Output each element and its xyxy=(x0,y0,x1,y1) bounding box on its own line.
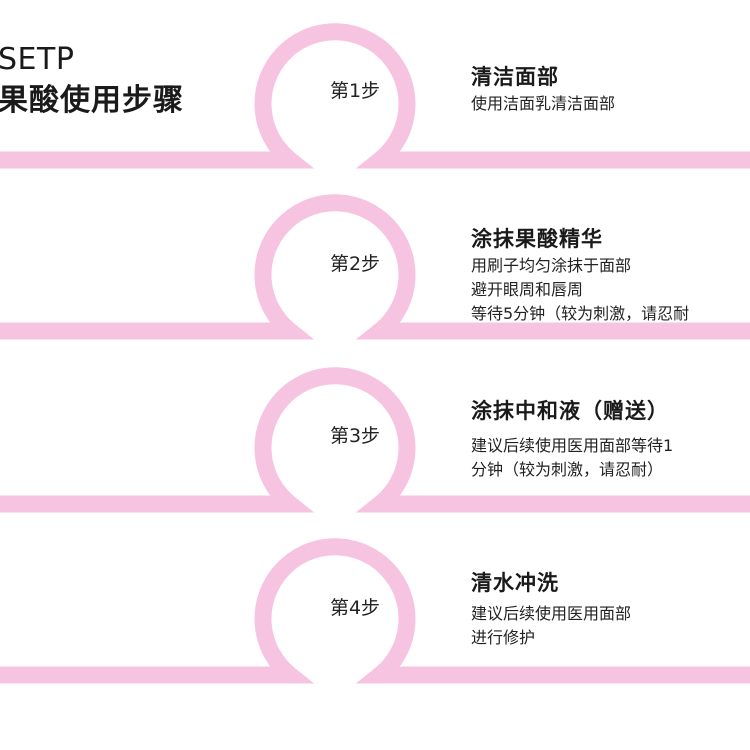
step-3-label: 第3步 xyxy=(329,425,381,447)
page-title: SETP 果酸使用步骤 xyxy=(0,40,184,122)
step-2-label: 第2步 xyxy=(329,253,381,275)
ribbon-loop-2 xyxy=(0,194,750,340)
step-3-line-2: 分钟（较为刺激，请忍耐） xyxy=(471,460,664,479)
step-2-line-2: 避开眼周和唇周 xyxy=(471,280,584,299)
step-4-label: 第4步 xyxy=(329,597,381,619)
step-3-text: 涂抹中和液（赠送） 建议后续使用医用面部等待1 分钟（较为刺激，请忍耐） xyxy=(471,396,673,482)
step-2-title: 涂抹果酸精华 xyxy=(471,227,603,251)
step-4-text: 清水冲洗 建议后续使用医用面部 进行修护 xyxy=(471,568,631,650)
step-3-title: 涂抹中和液（赠送） xyxy=(471,399,669,423)
step-2-text: 涂抹果酸精华 用刷子均匀涂抹于面部 避开眼周和唇周 等待5分钟（较为刺激，请忍耐 xyxy=(471,224,689,326)
step-1-line-1: 使用洁面乳清洁面部 xyxy=(471,94,616,113)
step-4-title: 清水冲洗 xyxy=(471,571,559,595)
ribbon-loop-3 xyxy=(0,367,750,513)
ribbon-loop-1 xyxy=(0,23,750,169)
step-2-line-1: 用刷子均匀涂抹于面部 xyxy=(471,256,632,275)
step-1-title: 清洁面部 xyxy=(471,65,559,89)
step-1-label: 第1步 xyxy=(329,80,381,102)
step-4-line-2: 进行修护 xyxy=(471,628,536,647)
header-main-title: 果酸使用步骤 xyxy=(0,83,184,118)
step-3-line-1: 建议后续使用医用面部等待1 xyxy=(471,436,674,455)
step-2-line-3: 等待5分钟（较为刺激，请忍耐 xyxy=(471,304,690,323)
step-4-line-1: 建议后续使用医用面部 xyxy=(471,604,632,623)
ribbon-loop-4 xyxy=(0,538,750,684)
step-1-text: 清洁面部 使用洁面乳清洁面部 xyxy=(471,62,615,116)
header-setp: SETP xyxy=(0,42,75,77)
